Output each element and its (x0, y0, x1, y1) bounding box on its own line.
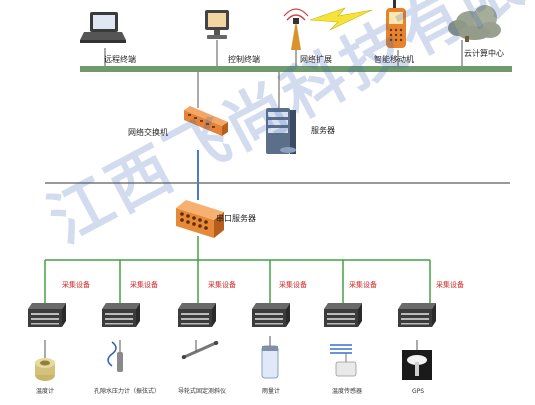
network-switch-label: 网络交换机 (128, 128, 168, 137)
sensor-label-1: 温度计 (36, 388, 55, 395)
serial-server-label: 串口服务器 (216, 214, 256, 223)
sensor-label-6: GPS (412, 388, 425, 395)
cloud-icon (448, 5, 501, 42)
cloud-center-label: 云计算中心 (464, 49, 504, 58)
acquisition-label-1: 采集设备 (62, 281, 90, 289)
acquisition-label-4: 采集设备 (279, 281, 307, 289)
data-logger-icon (28, 303, 436, 327)
backbone-bar (80, 66, 512, 72)
control-terminal-label: 控制终端 (228, 55, 260, 64)
acquisition-label-2: 采集设备 (130, 281, 158, 289)
mobile-phone-icon (386, 0, 406, 48)
thermometer-sensor-icon (35, 340, 55, 381)
network-switch-icon (184, 106, 228, 136)
remote-terminal-label: 远程终端 (104, 55, 136, 64)
smart-mobile-label: 智能移动机 (374, 55, 414, 64)
serial-server-icon (176, 200, 224, 238)
server-label: 服务器 (311, 126, 335, 135)
sensor-label-5: 温度传感器 (332, 388, 363, 395)
desktop-terminal-icon (205, 10, 229, 39)
temperature-sensor-icon (330, 344, 357, 377)
antenna-icon (283, 8, 309, 50)
acquisition-label-5: 采集设备 (349, 281, 377, 289)
server-icon (266, 108, 296, 154)
wireless-link-icon (309, 7, 373, 31)
sensor-label-2: 孔隙水压力计（振弦式） (94, 388, 161, 395)
rain-gauge-icon (261, 336, 279, 379)
inclinometer-sensor-icon (181, 340, 219, 360)
sensor-label-4: 雨量计 (262, 388, 281, 395)
gps-receiver-icon (402, 340, 432, 380)
network-expansion-label: 网络扩展 (300, 55, 332, 64)
acquisition-label-6: 采集设备 (436, 281, 464, 289)
pore-pressure-sensor-icon (107, 340, 123, 372)
sensor-label-3: 导轮式固定测斜仪 (178, 388, 227, 395)
laptop-icon (80, 12, 126, 43)
acquisition-label-3: 采集设备 (208, 281, 236, 289)
